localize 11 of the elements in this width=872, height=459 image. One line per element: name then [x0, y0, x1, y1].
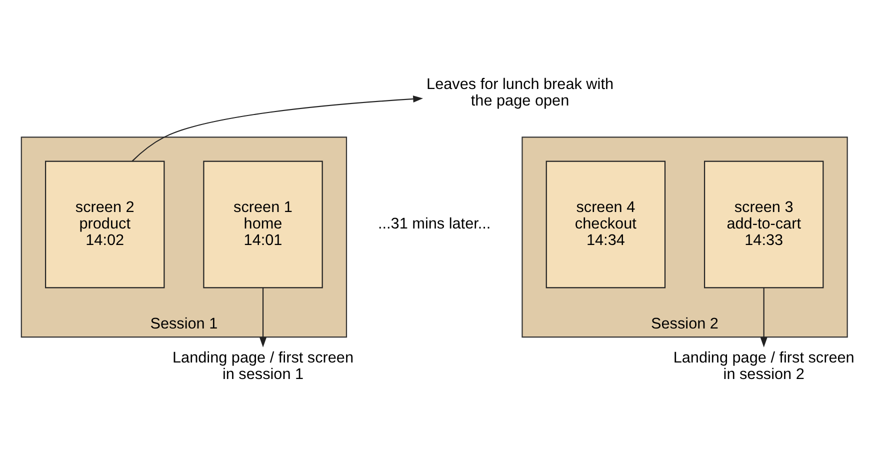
node-box: screen 4 checkout 14:34: [546, 160, 666, 288]
node-box: screen 1 home 14:01: [203, 160, 323, 288]
arrow: [132, 95, 424, 162]
node-box: screen 3 add-to-cart 14:33: [704, 160, 824, 288]
node-text: Landing page / first screen in session 2: [673, 349, 854, 383]
node-text: Leaves for lunch break with the page open: [426, 76, 614, 110]
label: ...31 mins later...: [378, 215, 491, 232]
arrow: [760, 287, 768, 347]
node-box: screen 2 product 14:02: [45, 160, 165, 288]
arrow: [260, 287, 266, 347]
node-text: Landing page / first screen in session 1: [172, 349, 354, 383]
